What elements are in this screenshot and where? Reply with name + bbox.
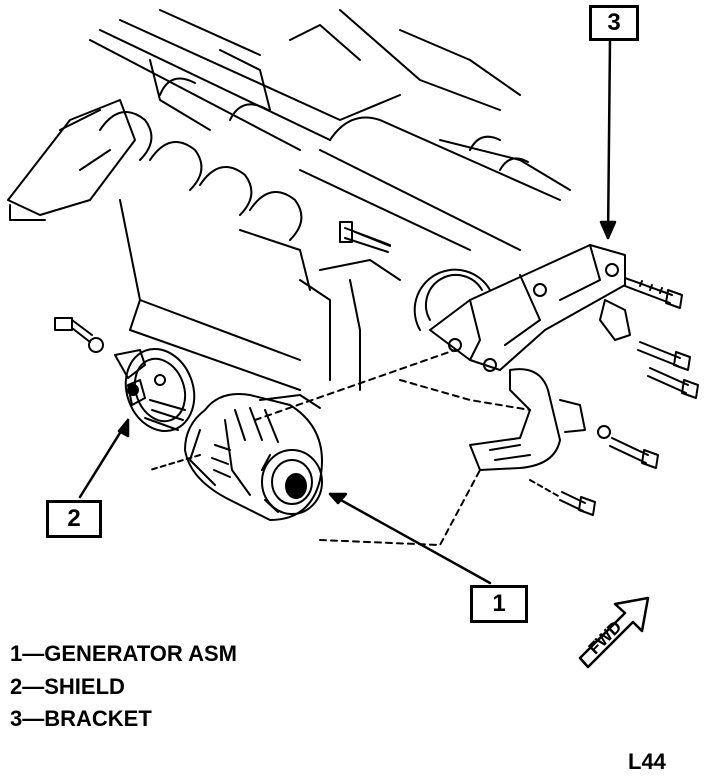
callout-3-box: 3 — [589, 5, 639, 41]
generator — [149, 349, 481, 546]
engine-block — [7, 9, 571, 391]
bolt-bottom — [529, 479, 596, 516]
bolts — [54, 231, 699, 516]
figure-code: L44 — [628, 749, 666, 774]
bolt-upper-right — [624, 277, 683, 309]
leader-lines — [78, 38, 617, 585]
callout-1-box: 1 — [470, 585, 528, 623]
fwd-arrow-icon — [578, 596, 650, 669]
bolt-engine-center — [354, 231, 391, 247]
legend-item-generator: 1—GENERATOR ASM — [10, 641, 237, 666]
shield — [114, 347, 196, 433]
bolt-middle-right — [637, 341, 691, 371]
legend-item-bracket: 3—BRACKET — [10, 706, 152, 731]
bolt-support — [597, 425, 659, 469]
legend-item-shield: 2—SHIELD — [10, 674, 125, 699]
bolt-shield — [54, 317, 104, 353]
callout-2-box: 2 — [46, 500, 102, 538]
bolt-lower-right — [647, 367, 699, 399]
